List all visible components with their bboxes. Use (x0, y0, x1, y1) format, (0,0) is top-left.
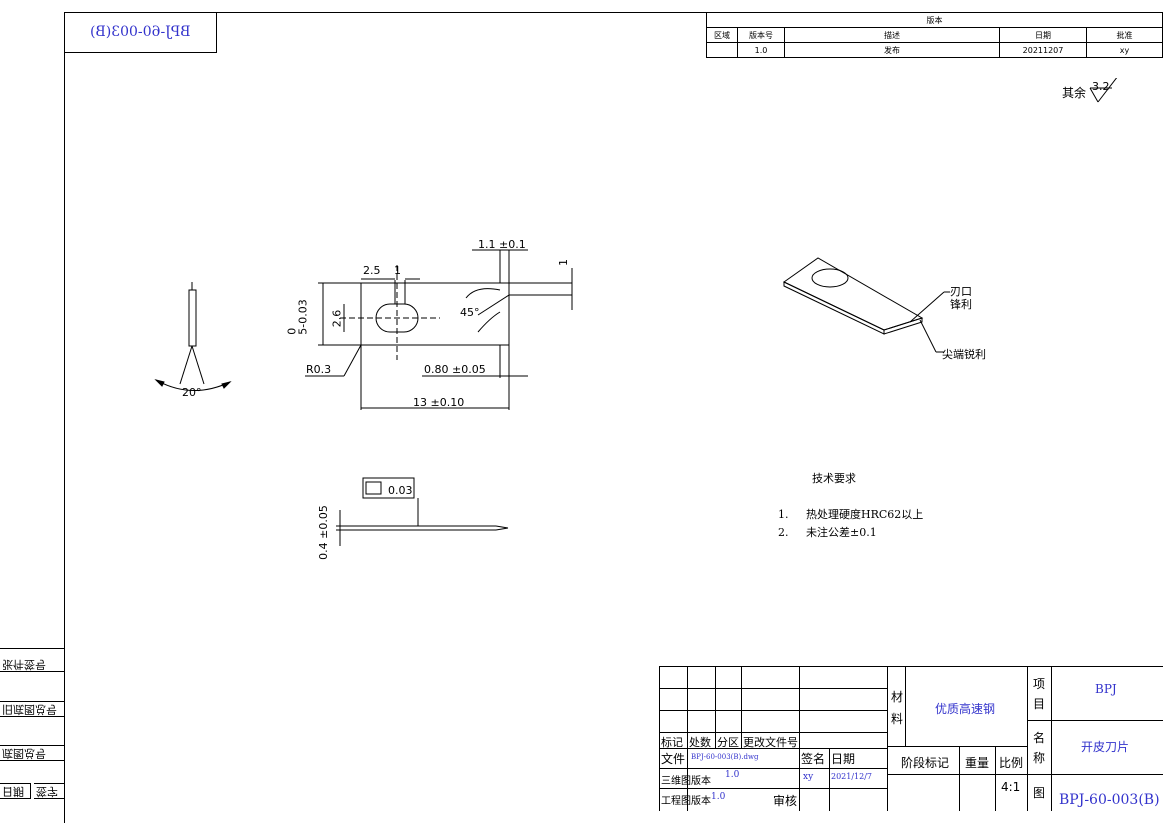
rev-cell-approve: xy (1086, 42, 1163, 58)
tb-drawn-date: 2021/12/7 (831, 772, 873, 781)
tech-requirement-item: 2.未注公差±0.1 (778, 526, 877, 539)
drawing-code-box: BPJ-60-003(B) (64, 12, 217, 53)
tb-stage-label: 阶段标记 (901, 756, 950, 770)
dim-slot-gap: 1 (394, 264, 401, 277)
tb-file-label: 文件 (661, 752, 686, 766)
tb-weight-label: 重量 (965, 756, 990, 770)
side-cell: 张件签号 (2, 658, 46, 671)
tb-scale-value: 4:1 (1001, 780, 1021, 794)
note-tip-sharp: 尖端锐利 (942, 348, 986, 361)
surface-roughness: 其余 3.2 (1062, 78, 1118, 103)
tb-material-value: 优质高速钢 (935, 702, 996, 716)
tb-date-label: 日期 (831, 752, 856, 766)
title-block: 标记 处数 分区 更改文件号 文件 BPJ-60-003(B).dwg 签名 日… (659, 666, 1163, 811)
side-strip: 张件签号 旧底图总号 底图总号 日期 签字 (0, 648, 64, 812)
tb-check-label: 工程图版本 (661, 796, 711, 807)
roughness-symbol-icon (1089, 78, 1118, 103)
drawing-frame (64, 12, 1163, 823)
side-cell: 日期 (2, 785, 24, 798)
tb-drawn-by: xy (803, 772, 814, 782)
note-edge-sharp: 刃口 锋利 (950, 285, 972, 311)
dim-radius: R0.3 (306, 363, 332, 376)
revision-table: 版本 区域 版本号 描述 日期 批准 1.0 发布 20211207 xy (706, 12, 1163, 58)
rev-cell-desc: 发布 (784, 42, 1000, 58)
tb-drawn-version: 1.0 (725, 770, 740, 780)
tb-label-count: 处数 (689, 736, 711, 749)
dim-top-width: 1.1 ±0.1 (478, 238, 526, 251)
tech-requirement-item: 1.热处理硬度HRC62以上 (778, 508, 924, 521)
dim-top-right: 1 (557, 259, 570, 266)
tb-name-label: 名称 (1033, 731, 1046, 765)
tb-check-version: 1.0 (711, 792, 726, 802)
tb-label-change: 更改文件号 (743, 736, 798, 749)
tb-scale-label: 比例 (999, 756, 1024, 770)
side-cell: 底图总号 (2, 747, 46, 760)
dim-angle-45: 45° (460, 306, 480, 319)
tb-name-value: 开皮刀片 (1081, 740, 1130, 754)
side-cell: 签字 (36, 785, 58, 798)
roughness-label: 其余 (1062, 86, 1087, 100)
tb-drawing-no-value: BPJ-60-003(B) (1059, 792, 1160, 808)
dim-angle-20: 20° (182, 386, 202, 399)
front-view (305, 249, 573, 410)
isometric-view (783, 257, 950, 353)
dim-slot-width: 2.5 (363, 264, 381, 277)
tb-drawing-no-label: 图 (1033, 786, 1046, 800)
tb-material-label: 材料 (891, 690, 904, 726)
tech-requirements-title: 技术要求 (812, 472, 856, 485)
dim-overall-length: 13 ±0.10 (413, 396, 465, 409)
tb-label-zone: 分区 (717, 736, 739, 749)
dim-thickness: 0.4 ±0.05 (316, 505, 330, 560)
tb-sign-label: 签名 (801, 752, 826, 766)
flatness-tolerance: 0.03 (388, 484, 413, 497)
side-cell: 旧底图总号 (2, 703, 57, 716)
tb-project-value: BPJ (1095, 682, 1117, 696)
roughness-value: 3.2 (1092, 80, 1110, 93)
tb-file-value: BPJ-60-003(B).dwg (691, 753, 759, 761)
tb-review-label: 审核 (773, 794, 798, 808)
tb-drawn-label: 三维图版本 (661, 776, 711, 787)
tb-label-mark: 标记 (661, 736, 683, 749)
dim-left-vertical: 0 5-0.03 (285, 299, 310, 335)
tech-requirements: 技术要求 1.热处理硬度HRC62以上 2.未注公差±0.1 (778, 470, 923, 542)
dim-bottom-width: 0.80 ±0.05 (424, 363, 486, 376)
side-view (154, 282, 232, 391)
dim-slot-height: 2.6 (330, 309, 344, 328)
tb-project-label: 项目 (1033, 677, 1046, 711)
profile-view (336, 477, 509, 546)
rev-cell-date: 20211207 (999, 42, 1087, 58)
